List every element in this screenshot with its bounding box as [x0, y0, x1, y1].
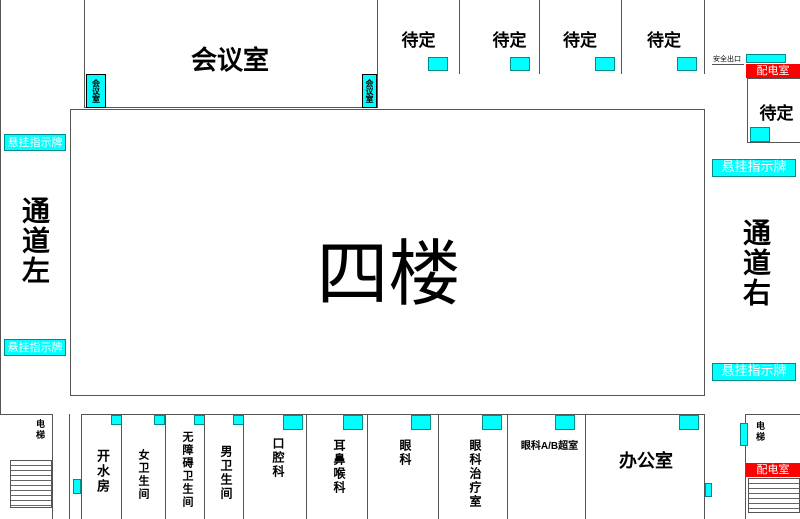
top-room-3: 待定 — [539, 0, 622, 74]
bottom-room-ent-door — [343, 415, 363, 430]
floor-center: 四楼 — [70, 109, 705, 396]
top-room-2-door — [510, 57, 530, 71]
bottom-room-dental: 口腔科 — [243, 414, 307, 519]
bottom-room-female-restroom-label: 女卫生间 — [137, 449, 149, 501]
bottom-room-ophthalmology-label: 眼科 — [398, 439, 412, 467]
corridor-right-label: 通道右 — [740, 218, 771, 308]
bottom-room-eye-treatment: 眼科治疗室 — [438, 414, 508, 519]
stairs-left — [10, 460, 52, 508]
meeting-room-label: 会议室 — [190, 45, 269, 75]
bottom-room-dental-door — [283, 415, 303, 430]
bottom-room-female-restroom-door — [154, 415, 165, 425]
top-room-1: 待定 — [377, 0, 460, 74]
meeting-room-tag-left: 会议室 — [86, 74, 106, 108]
top-room-2-label: 待定 — [492, 31, 527, 50]
top-room-3-label: 待定 — [563, 31, 597, 50]
meeting-room-left-wall — [84, 0, 85, 108]
bottom-room-office-label: 办公室 — [619, 451, 673, 471]
elevator-right-door — [740, 423, 748, 446]
power-room-top: 配电室 — [746, 64, 800, 78]
right-room: 待定 — [747, 78, 800, 143]
bottom-room-eye-ultrasound: 眼科A/B超室 — [507, 414, 586, 519]
elevator-left-label: 电梯 — [35, 419, 45, 441]
top-room-3-door — [595, 57, 615, 71]
power-room-top-sign — [746, 54, 786, 63]
bottom-room-dental-label: 口腔科 — [271, 437, 285, 479]
bottom-room-male-restroom-label: 男卫生间 — [219, 445, 233, 501]
top-room-2: 待定 — [459, 0, 540, 74]
bottom-room-office: 办公室 — [585, 414, 705, 519]
bottom-room-female-restroom: 女卫生间 — [121, 414, 166, 519]
stairs-left-door — [73, 479, 81, 494]
bottom-room-eye-ultrasound-label: 眼科A/B超室 — [520, 441, 579, 452]
floor-title: 四楼 — [316, 232, 461, 316]
meeting-room-tag-right: 会议室 — [362, 74, 377, 108]
top-room-4-label: 待定 — [647, 31, 681, 50]
power-room-bottom: 配电室 — [746, 463, 800, 477]
bottom-room-eye-ultrasound-door — [555, 415, 575, 430]
bottom-room-eye-treatment-label: 眼科治疗室 — [468, 439, 482, 509]
bottom-room-office-door — [679, 415, 699, 430]
bottom-room-accessible-restroom-label: 无障碍卫生间 — [181, 431, 193, 509]
hanging-sign-left-top: 悬挂指示牌 — [4, 134, 66, 151]
bottom-room-ent-label: 耳鼻喉科 — [332, 439, 346, 495]
hanging-sign-right-bottom: 悬挂指示牌 — [712, 363, 796, 381]
elevator-right-label: 电梯 — [755, 421, 765, 443]
stairs-right — [748, 478, 800, 513]
top-room-4: 待定 — [621, 0, 705, 74]
bottom-room-boiling-water-label: 开水房 — [95, 449, 110, 494]
top-wall-left — [0, 0, 1, 519]
bottom-room-ophthalmology: 眼科 — [367, 414, 439, 519]
top-room-1-label: 待定 — [401, 31, 436, 50]
bottom-room-ent: 耳鼻喉科 — [306, 414, 368, 519]
top-room-1-door — [428, 57, 448, 71]
top-room-4-door — [677, 57, 697, 71]
right-room-door — [750, 127, 770, 142]
meeting-room-bottom-wall — [84, 107, 378, 108]
bottom-room-accessible-restroom: 无障碍卫生间 — [165, 414, 205, 519]
safety-exit-label: 安全出口 — [713, 56, 741, 63]
bottom-room-male-restroom: 男卫生间 — [204, 414, 244, 519]
hanging-sign-right-top: 悬挂指示牌 — [712, 159, 796, 177]
bottom-room-boiling-water: 开水房 — [81, 414, 122, 519]
bottom-room-eye-treatment-door — [482, 415, 502, 430]
hanging-sign-left-bottom: 悬挂指示牌 — [4, 339, 66, 356]
bottom-room-ophthalmology-door — [411, 415, 431, 430]
bottom-left-corridor-wall — [69, 414, 70, 519]
safety-exit-door — [712, 64, 744, 65]
right-room-label: 待定 — [759, 104, 794, 123]
corridor-left-label: 通道左 — [19, 196, 50, 286]
stairs-right-door — [705, 483, 712, 497]
